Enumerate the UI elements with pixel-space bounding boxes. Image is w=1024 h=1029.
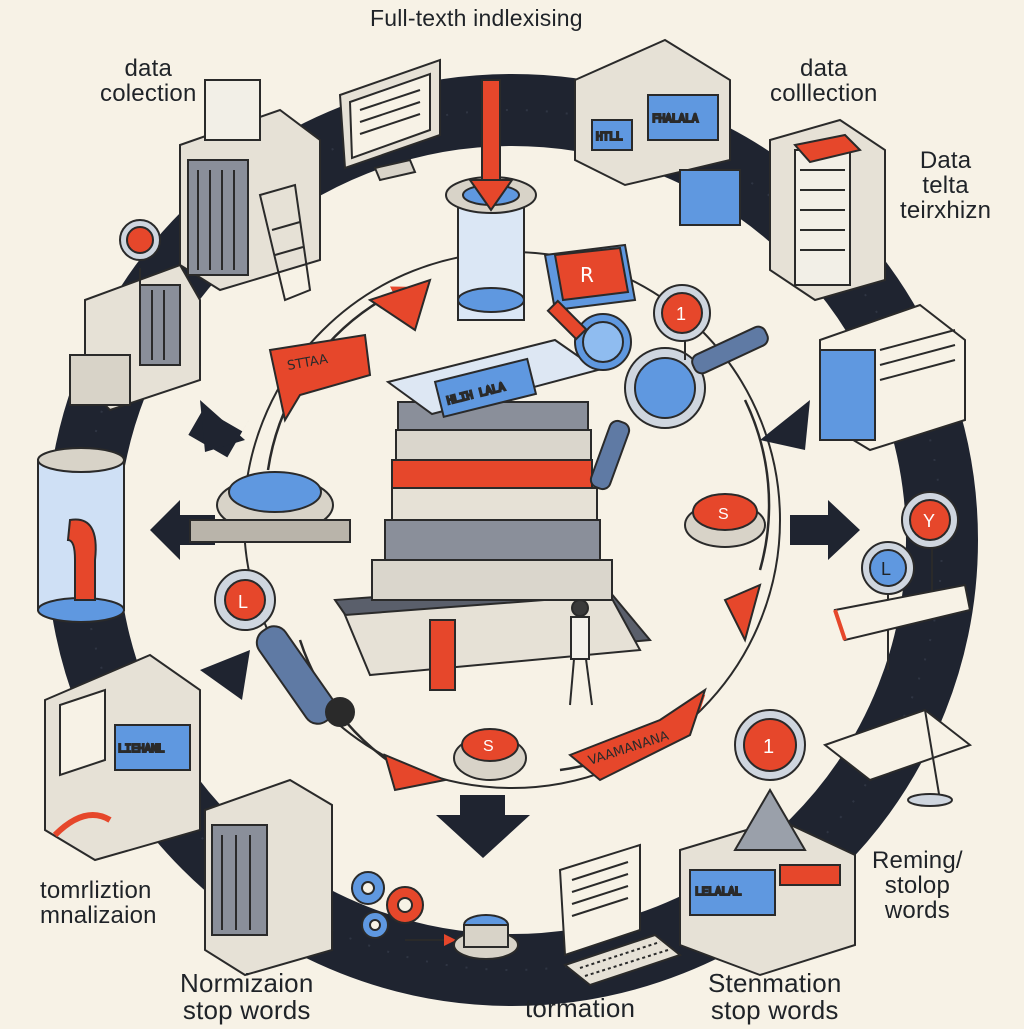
diagram-title: Full-texth indlexising <box>370 5 583 31</box>
book-stack: HLIH LALA <box>333 338 652 691</box>
label-tormation: tormation <box>525 993 636 1023</box>
person-figure <box>569 599 593 706</box>
magnifier-icon-left: L <box>214 569 355 727</box>
label-reming: Reming/ stolop words <box>872 847 963 925</box>
label-tomrliztion: tomrliztion mnalizaion <box>40 877 157 930</box>
button-bottom: S <box>453 728 527 781</box>
badge-bottom-right-text: 1 <box>763 736 774 758</box>
terminal-icon-bottom-left: LIEHANL <box>44 653 201 862</box>
black-arrow-icons <box>150 400 860 858</box>
ribbon-left: STTAA <box>268 333 372 423</box>
monitor-icon-top <box>338 58 441 182</box>
server-icon-right <box>769 118 886 302</box>
button-right: S <box>684 493 766 548</box>
label-data-collection-left: data colection <box>100 55 197 108</box>
badge-right-top-text: Y <box>923 511 935 531</box>
cylinder-icon-left <box>37 447 125 623</box>
lens-device-left <box>189 471 351 543</box>
button-right-text: S <box>718 506 729 523</box>
magnifier-icon-top <box>546 299 632 371</box>
label-data-collection-right: data colllection <box>770 55 878 108</box>
label-data-telta: Data telta teirxhizn <box>900 147 992 225</box>
server-icon-top-left <box>179 79 321 302</box>
ribbon-bottom: VAAMANANA <box>568 687 707 782</box>
magnifier-icon-right <box>589 325 769 491</box>
card-r-text: R <box>580 263 594 287</box>
red-arrow-icons <box>367 278 762 792</box>
signpost-icon-right: Y L <box>833 491 972 670</box>
cylinder-icon-top <box>445 79 537 321</box>
keyboard-icon <box>562 933 683 987</box>
signpost-icon-top: 1 <box>653 284 711 360</box>
server-icon-top-right: FHALALA HTLL <box>574 38 741 226</box>
terminal-bottom-left-text: LIEHANL <box>118 742 165 755</box>
ribbon-left-text: STTAA <box>286 352 329 374</box>
terminal-bottom-right-text: LELALAL <box>695 885 742 898</box>
server-top-text: FHALALA <box>652 112 699 125</box>
server-top-left-text: HTLL <box>596 130 623 143</box>
badge-right-mid-text: L <box>881 559 891 579</box>
gears-icon <box>351 871 424 939</box>
book-lamp-bottom-right <box>822 708 973 807</box>
label-normizaion: Normizaion stop words <box>180 968 314 1026</box>
card-r: R <box>543 243 637 312</box>
server-icon-bottom <box>204 778 333 977</box>
card-catalog-left <box>69 219 201 412</box>
button-bottom-text: S <box>483 738 494 755</box>
burner-icon <box>453 914 519 960</box>
magnifier-left-text: L <box>238 592 248 612</box>
badge-top-right-text: 1 <box>676 304 686 324</box>
books-icon-right <box>819 303 966 452</box>
terminal-icon-bottom-right: LELALAL 1 <box>679 709 856 977</box>
label-stenmation: Stenmation stop words <box>708 968 842 1026</box>
monitor-icon-bottom <box>558 843 641 957</box>
